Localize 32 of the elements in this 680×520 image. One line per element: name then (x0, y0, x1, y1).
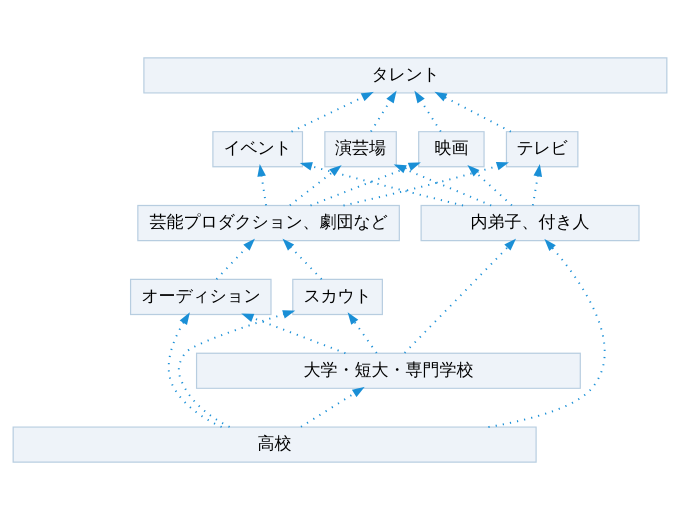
arrow (300, 386, 365, 428)
node-box: 演芸場 (324, 131, 397, 168)
arrow (300, 162, 464, 206)
arrow (467, 164, 512, 206)
arrow (488, 238, 606, 428)
node-box: 大学・短大・専門学校 (196, 352, 581, 389)
arrow (370, 90, 397, 132)
arrow (414, 90, 442, 132)
arrow (434, 92, 512, 132)
arrow (216, 238, 255, 280)
arrow (289, 165, 342, 206)
node-box: 高校 (12, 426, 537, 463)
arrow (168, 312, 222, 428)
arrow (404, 238, 516, 354)
arrow (282, 238, 322, 280)
arrow (241, 314, 346, 354)
node-box: タレント (143, 57, 668, 94)
arrow (291, 92, 374, 132)
node-box: 内弟子、付き人 (420, 204, 640, 242)
node-box: オーディション (130, 278, 272, 316)
arrow (310, 162, 421, 206)
node-box: スカウト (292, 278, 383, 316)
arrow (348, 312, 378, 354)
node-box: テレビ (506, 131, 578, 168)
arrow (343, 162, 509, 206)
node-box: 映画 (418, 131, 485, 168)
node-box: イベント (212, 131, 304, 168)
arrow (532, 164, 542, 206)
arrow (178, 310, 296, 428)
arrow (257, 164, 267, 206)
arrow (394, 164, 492, 206)
node-box: 芸能プロダクション、劇団など (137, 204, 400, 242)
